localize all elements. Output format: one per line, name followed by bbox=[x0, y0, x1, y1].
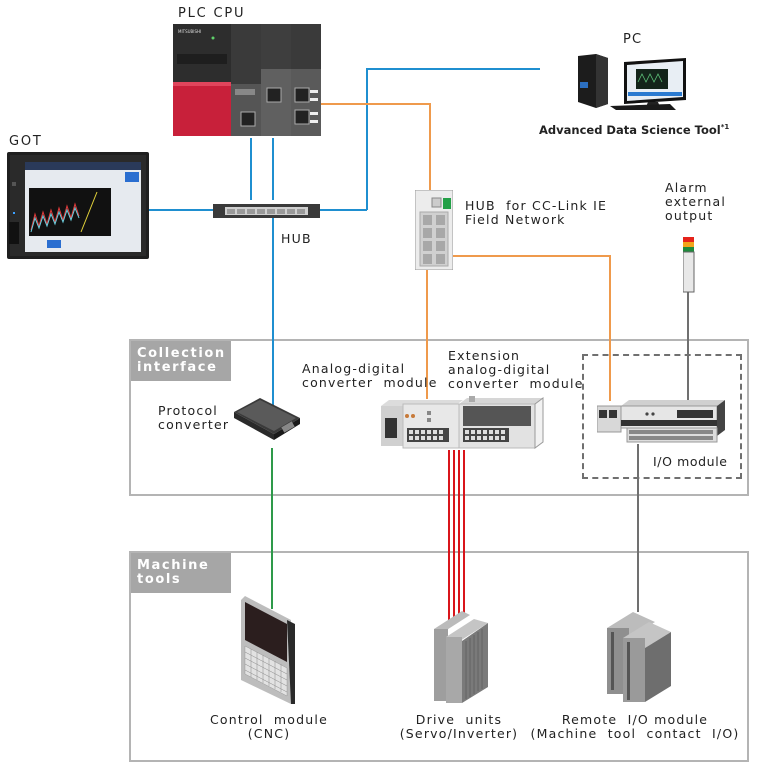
drive-units-label: Drive units (Servo/Inverter) bbox=[399, 712, 519, 741]
software-name: Advanced Data Science Tool bbox=[539, 123, 721, 137]
plc-cpu-image: MITSUBISHI bbox=[173, 24, 321, 138]
cchub-io-module-wire bbox=[446, 255, 611, 401]
ethernet-wires bbox=[148, 68, 540, 412]
protocol-converter-image bbox=[234, 398, 300, 440]
got-image bbox=[7, 152, 149, 259]
software-footnote: *1 bbox=[720, 123, 730, 132]
remote-io-image bbox=[607, 612, 671, 702]
ext-ad-module-label: Extension analog-digital converter modul… bbox=[448, 348, 584, 391]
got-label: GOT bbox=[9, 134, 43, 149]
plc-cclink-hub-wire bbox=[318, 103, 431, 190]
io-module-label: I/O module bbox=[653, 454, 728, 469]
pc-software-label: Advanced Data Science Tool*1 bbox=[539, 123, 729, 137]
ad-module-label: Analog-digital converter module bbox=[302, 361, 438, 390]
cclink-hub-image bbox=[415, 190, 453, 270]
svg-text:MITSUBISHI: MITSUBISHI bbox=[178, 29, 201, 34]
cclink-hub-label: HUB for CC-Link IE Field Network bbox=[465, 198, 608, 227]
io-module-image bbox=[597, 400, 725, 443]
hub-pc-wire bbox=[366, 68, 540, 210]
collection-interface-title: Collection interface bbox=[131, 341, 231, 381]
collection-interface-section: Collection interface bbox=[129, 339, 749, 496]
pc-label: PC bbox=[623, 32, 643, 47]
protocol-converter-label: Protocol converter bbox=[158, 403, 230, 432]
io-module-group bbox=[582, 354, 742, 479]
analog-wires bbox=[448, 450, 465, 620]
alarm-light-image bbox=[683, 237, 695, 293]
remote-io-label: Remote I/O module (Machine tool contact … bbox=[530, 712, 740, 741]
pc-image bbox=[578, 54, 686, 110]
ad-module-image bbox=[381, 396, 544, 449]
hub-image bbox=[213, 204, 320, 218]
alarm-label: Alarm external output bbox=[665, 180, 727, 223]
machine-tools-title: Machine tools bbox=[131, 553, 231, 593]
machine-tools-section: Machine tools bbox=[129, 551, 749, 762]
hub-label: HUB bbox=[281, 231, 312, 246]
cnc-label: Control module (CNC) bbox=[210, 712, 328, 741]
cclink-wires bbox=[318, 103, 611, 401]
cnc-image bbox=[241, 596, 295, 704]
plc-cpu-label: PLC CPU bbox=[178, 6, 246, 21]
drive-units-image bbox=[434, 611, 488, 703]
